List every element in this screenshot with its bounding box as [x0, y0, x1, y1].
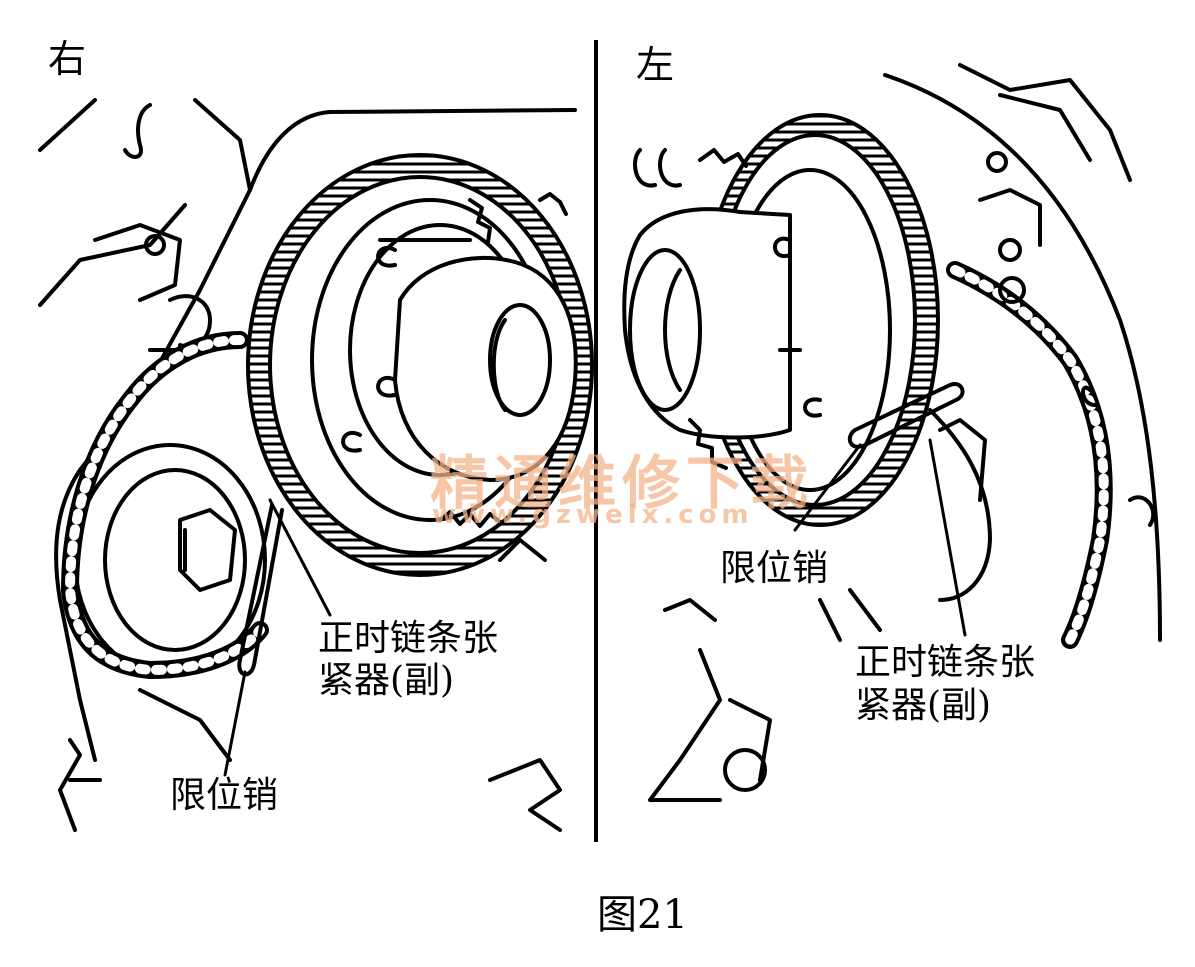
right-tensioner-label-line1: 正时链条张 — [318, 618, 499, 659]
right-tensioner-label-line2: 紧器(副) — [318, 660, 455, 701]
left-tensioner-label-line1: 正时链条张 — [855, 642, 1036, 683]
left-tensioner-label-line2: 紧器(副) — [855, 685, 992, 726]
left-limit-pin-label: 限位销 — [720, 548, 829, 589]
right-limit-pin-label: 限位销 — [170, 775, 279, 816]
left-timing-chain — [946, 261, 1113, 649]
watermark-chinese: 精通维修下载 — [430, 449, 815, 517]
watermark-url: www.gzweix.com — [432, 500, 754, 530]
right-side-label: 右 — [48, 37, 87, 81]
figure-caption: 图21 — [597, 892, 688, 938]
left-bank-assembly — [622, 63, 1162, 802]
left-limit-pin — [847, 382, 965, 449]
left-side-label: 左 — [636, 43, 675, 87]
right-bank-assembly — [38, 98, 594, 832]
